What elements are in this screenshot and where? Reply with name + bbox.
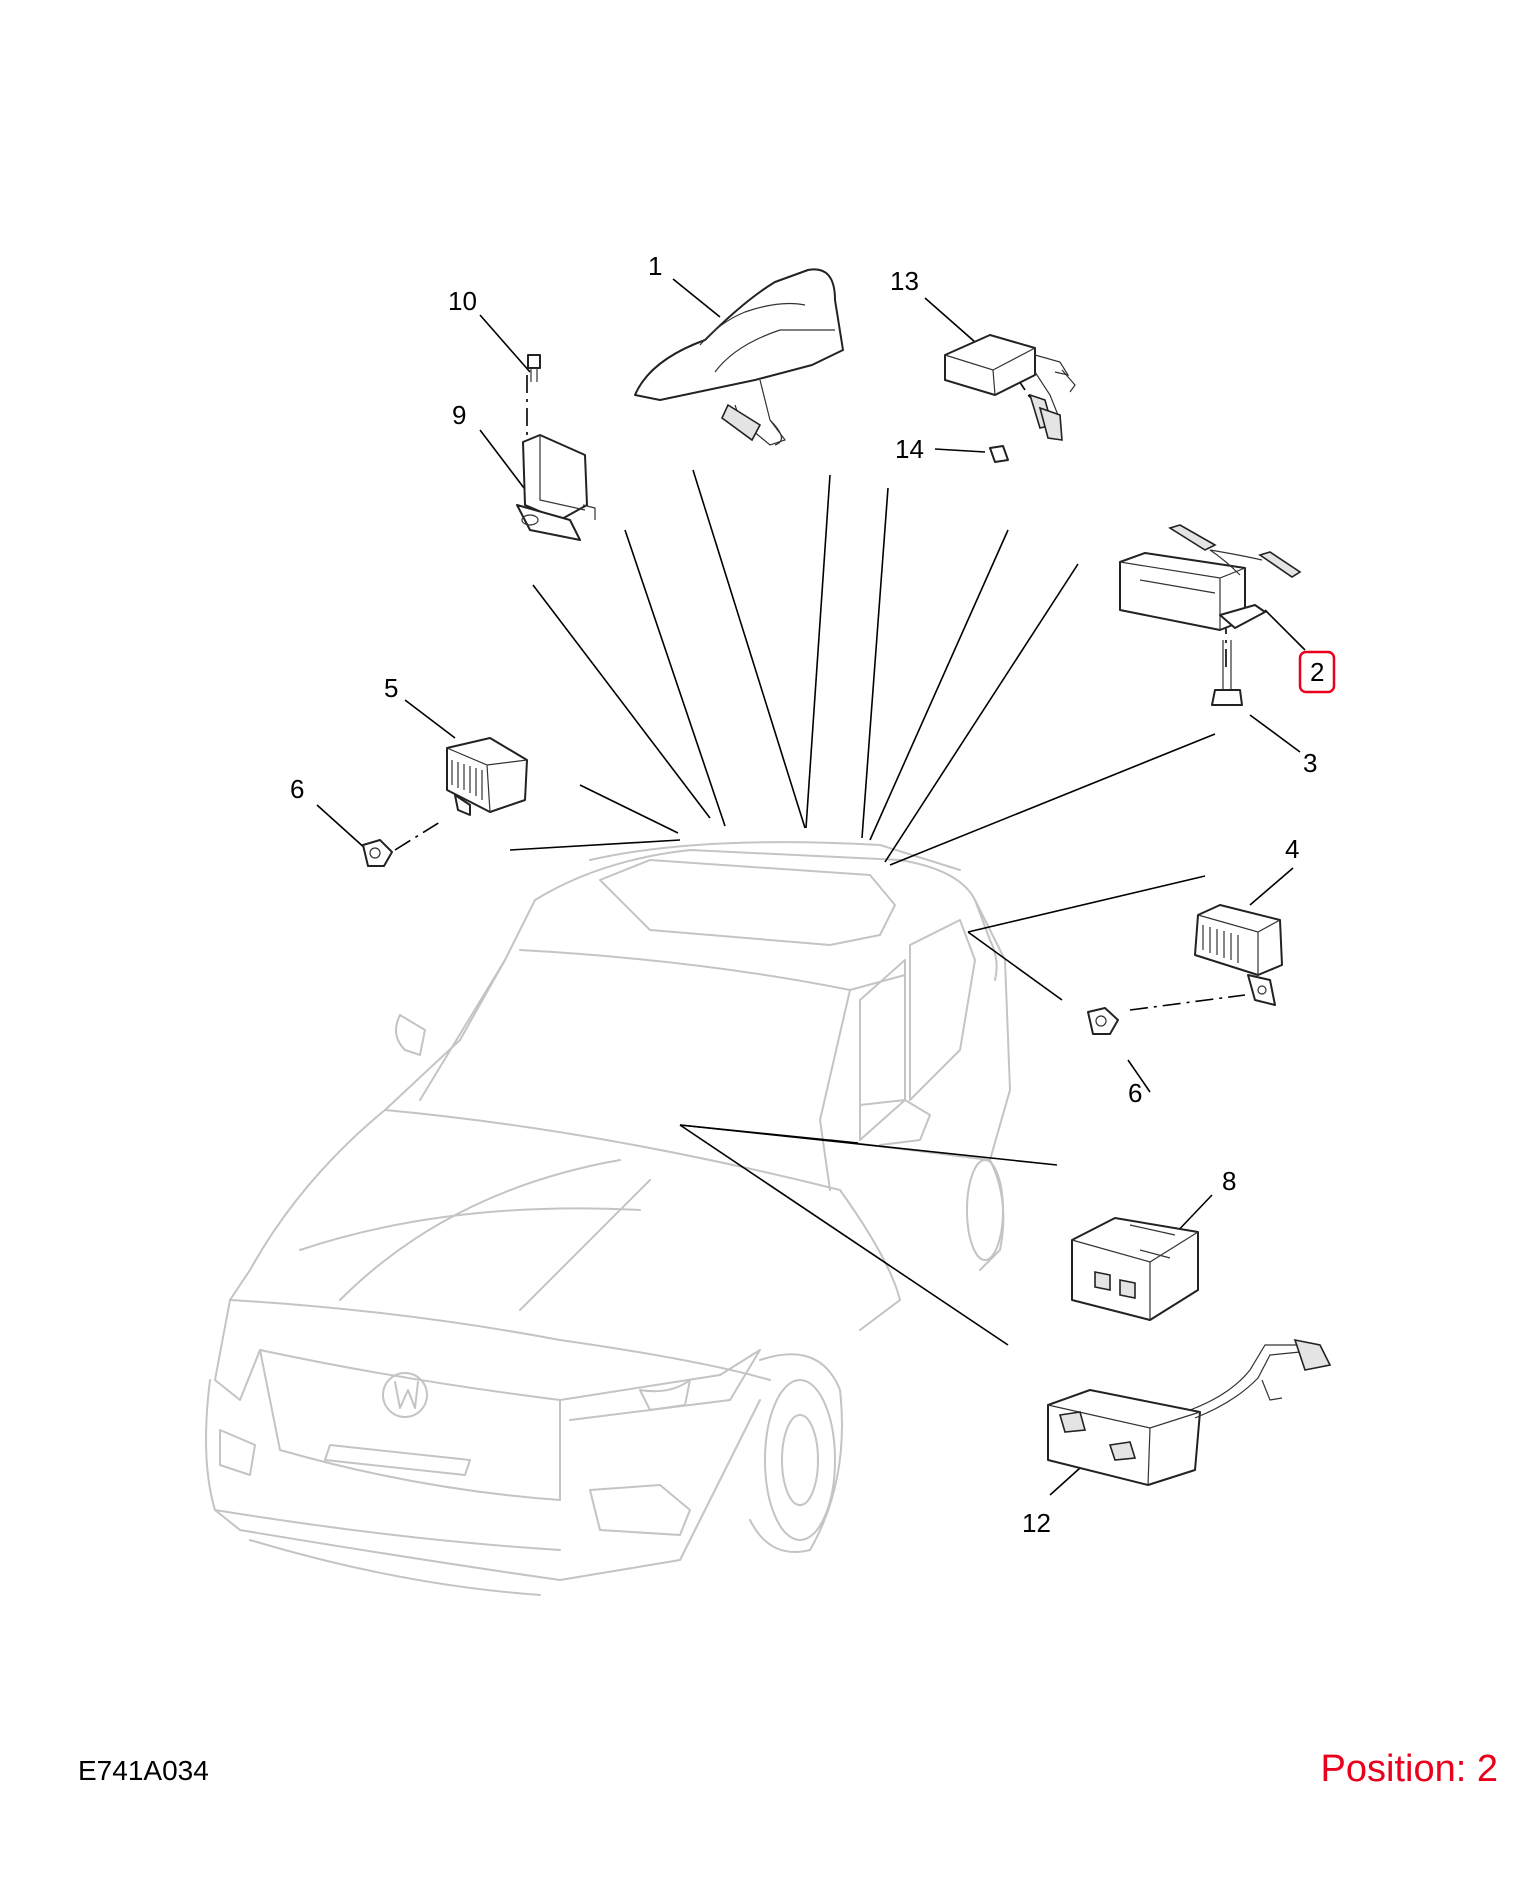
callout-9: 9 [452, 400, 466, 430]
callout-6-right: 6 [1128, 1078, 1142, 1108]
callout-2-highlight-box [1298, 650, 1336, 694]
amplifier-module [944, 334, 1076, 441]
callout-4: 4 [1285, 834, 1299, 864]
callout-2: 2 [1310, 657, 1324, 687]
screw-left [362, 839, 393, 867]
leader-lines [316, 278, 1306, 1496]
control-module-left [446, 737, 528, 816]
harness-module [1047, 1338, 1332, 1486]
callout-12: 12 [1022, 1508, 1051, 1538]
position-indicator: Position: 2 [1320, 1748, 1498, 1790]
clip-part [989, 445, 1009, 463]
bracket-module [516, 434, 596, 541]
callout-labels: 1 13 14 10 9 2 3 4 5 6 6 8 12 [290, 251, 1336, 1538]
bolt-part [527, 354, 541, 382]
callout-8: 8 [1222, 1166, 1236, 1196]
control-module-right [1194, 904, 1283, 1006]
receiver-module [1119, 524, 1302, 631]
callout-5: 5 [384, 673, 398, 703]
screw-right [1087, 1007, 1119, 1035]
usb-module [1071, 1217, 1199, 1321]
bolt-part-3 [1211, 640, 1243, 706]
callout-13: 13 [890, 266, 919, 296]
vehicle-outline [205, 841, 1011, 1596]
diagram-code: E741A034 [78, 1755, 209, 1786]
callout-1: 1 [648, 251, 662, 281]
callout-10: 10 [448, 286, 477, 316]
shark-fin-antenna [634, 268, 844, 446]
callout-14: 14 [895, 434, 924, 464]
callout-3: 3 [1303, 748, 1317, 778]
callout-6-left: 6 [290, 774, 304, 804]
